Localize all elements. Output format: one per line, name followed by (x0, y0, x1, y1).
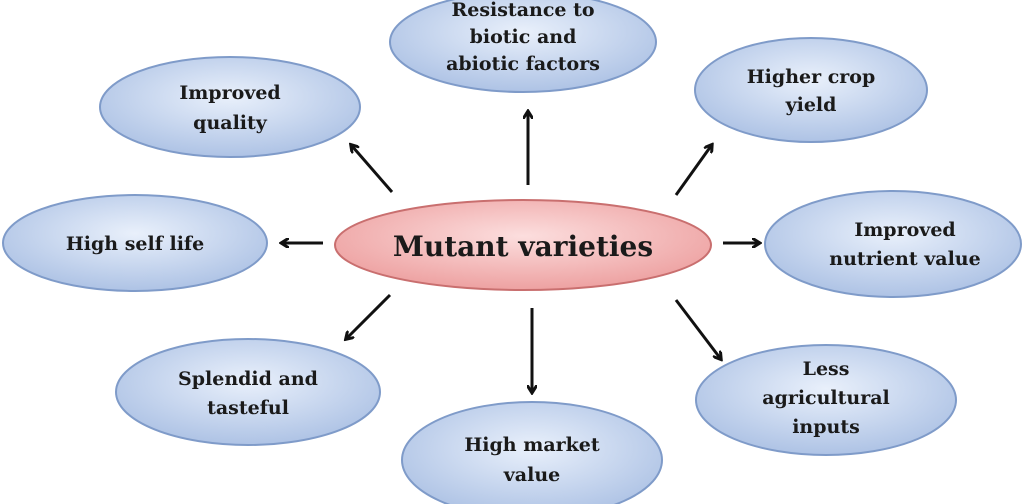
node-label: High self life (66, 233, 204, 255)
node-less-agricultural-inputs: Less agricultural inputs (695, 344, 957, 456)
arrow-to-splendid-and-tasteful (347, 293, 392, 338)
node-ellipse (695, 344, 957, 456)
label-line: Improved (854, 219, 955, 241)
node-high-market-value: High market value (401, 401, 663, 504)
node-label: Resistance to biotic and abiotic factors (446, 0, 600, 75)
label-line: Splendid and (178, 368, 318, 390)
arrow-to-less-agricultural-inputs (674, 299, 720, 358)
label-line: nutrient value (829, 248, 980, 270)
label-line: value (503, 464, 560, 486)
label-line: inputs (792, 416, 860, 438)
center-ellipse (334, 199, 712, 291)
label-line: abiotic factors (446, 53, 600, 75)
node-ellipse (115, 338, 381, 446)
node-label: Less agricultural inputs (762, 358, 890, 438)
node-ellipse (99, 56, 361, 158)
node-improved-quality: Improved quality (99, 56, 361, 158)
node-high-self-life: High self life (2, 194, 268, 292)
label-line: Improved (179, 82, 280, 104)
label-line: Resistance to (451, 0, 594, 21)
node-label: High market value (464, 434, 600, 486)
label-line: quality (193, 112, 268, 134)
node-splendid-and-tasteful: Splendid and tasteful (115, 338, 381, 446)
arrow-to-improved-quality (352, 146, 394, 193)
node-ellipse (389, 0, 657, 93)
node-improved-nutrient-value: Improved nutrient value (764, 190, 1022, 298)
label-line: Mutant varieties (393, 230, 653, 263)
label-line: biotic and (470, 26, 577, 48)
label-line: High market (464, 434, 600, 456)
label-line: yield (785, 94, 837, 116)
center-label: Mutant varieties (393, 230, 653, 263)
node-resistance: Resistance to biotic and abiotic factors (389, 0, 657, 93)
node-label: Splendid and tasteful (178, 368, 318, 419)
node-label: Higher crop yield (747, 66, 876, 116)
arrows (283, 113, 758, 391)
label-line: High self life (66, 233, 204, 255)
arrow-to-higher-crop-yield (674, 146, 711, 196)
center-node: Mutant varieties (334, 199, 712, 291)
node-label: Improved nutrient value (829, 219, 980, 270)
node-ellipse (694, 37, 928, 143)
label-line: Higher crop (747, 66, 876, 88)
node-ellipse (764, 190, 1022, 298)
node-label: Improved quality (179, 82, 280, 134)
label-line: agricultural (762, 387, 890, 409)
label-line: tasteful (207, 397, 289, 419)
label-line: Less (803, 358, 850, 380)
node-higher-crop-yield: Higher crop yield (694, 37, 928, 143)
node-ellipse (401, 401, 663, 504)
node-ellipse (2, 194, 268, 292)
